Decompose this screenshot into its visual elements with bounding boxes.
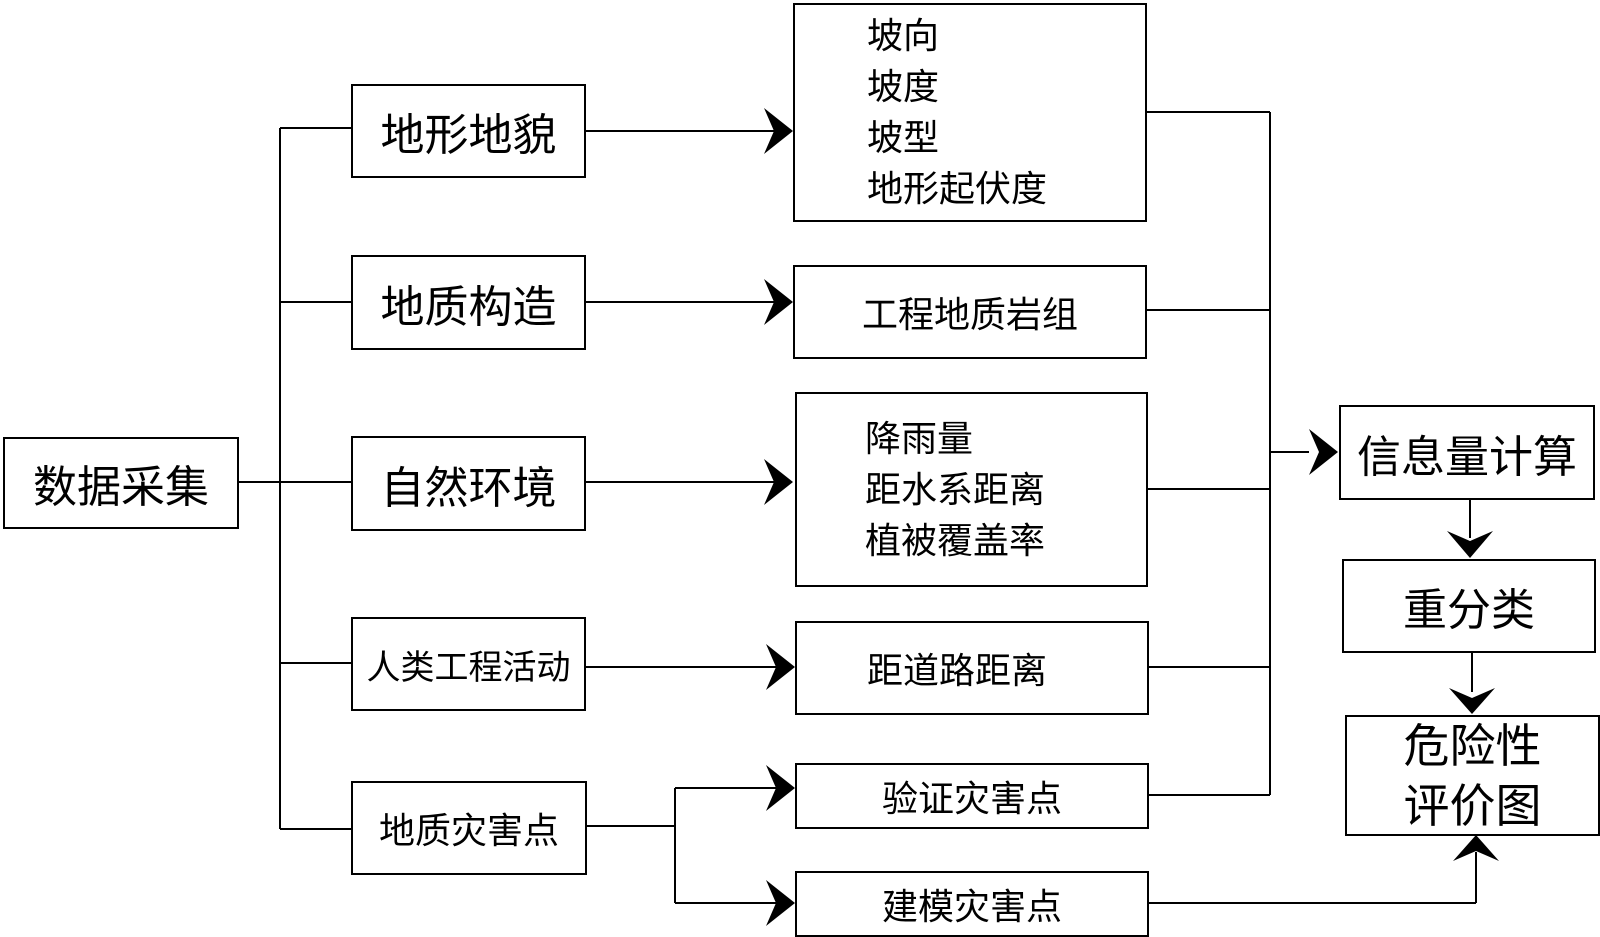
factor-model-label: 建模灾害点 bbox=[881, 887, 1062, 928]
category-terrain-label: 地形地貌 bbox=[380, 110, 557, 161]
factor-verify-box: 验证灾害点 bbox=[795, 763, 1149, 829]
factor-human-box: 距道路距离 bbox=[795, 621, 1149, 715]
category-geology-node: 地质构造 bbox=[351, 255, 586, 350]
result-label-line2: 评价图 bbox=[1403, 778, 1542, 833]
arrow-head bbox=[1447, 531, 1493, 558]
factor-lithology: 工程地质岩组 bbox=[861, 295, 1078, 336]
arrow-head bbox=[764, 459, 793, 505]
arrow-head bbox=[766, 644, 795, 690]
factor-road-distance: 距道路距离 bbox=[866, 651, 1047, 692]
category-terrain-node: 地形地貌 bbox=[351, 84, 586, 178]
category-hazards-node: 地质灾害点 bbox=[351, 781, 587, 875]
factor-geology-box: 工程地质岩组 bbox=[793, 265, 1147, 359]
category-human-node: 人类工程活动 bbox=[351, 617, 586, 711]
factor-terrain-box: 坡向 坡度 坡型 地形起伏度 bbox=[793, 3, 1147, 222]
factor-slope: 坡度 bbox=[867, 67, 940, 108]
factor-rainfall: 降雨量 bbox=[865, 419, 974, 460]
arrow-head bbox=[766, 765, 795, 811]
factor-slope-shape: 坡型 bbox=[867, 118, 940, 159]
category-human-label: 人类工程活动 bbox=[366, 647, 571, 688]
arrow-head bbox=[764, 279, 793, 325]
arrow-head bbox=[766, 880, 795, 926]
arrow-head bbox=[1309, 429, 1338, 475]
reclassify-node: 重分类 bbox=[1342, 559, 1596, 653]
factor-relief: 地形起伏度 bbox=[867, 169, 1048, 210]
info-calc-node: 信息量计算 bbox=[1339, 405, 1595, 500]
factor-aspect: 坡向 bbox=[867, 16, 940, 57]
arrow-head bbox=[764, 108, 793, 154]
root-label: 数据采集 bbox=[33, 462, 209, 513]
root-node: 数据采集 bbox=[3, 437, 239, 529]
result-node: 危险性 评价图 bbox=[1345, 715, 1600, 836]
category-environment-label: 自然环境 bbox=[380, 462, 557, 514]
factor-model-box: 建模灾害点 bbox=[795, 871, 1149, 937]
reclassify-label: 重分类 bbox=[1403, 585, 1535, 636]
category-environment-node: 自然环境 bbox=[351, 436, 586, 531]
factor-vegetation: 植被覆盖率 bbox=[865, 521, 1046, 562]
factor-verify-label: 验证灾害点 bbox=[881, 779, 1062, 820]
category-hazards-label: 地质灾害点 bbox=[378, 811, 559, 852]
arrow-head bbox=[1453, 835, 1499, 861]
factor-river-distance: 距水系距离 bbox=[865, 470, 1046, 511]
result-label-line1: 危险性 bbox=[1403, 718, 1542, 773]
arrow-head bbox=[1449, 688, 1495, 714]
category-geology-label: 地质构造 bbox=[380, 281, 557, 333]
factor-environment-box: 降雨量 距水系距离 植被覆盖率 bbox=[795, 392, 1148, 587]
info-calc-label: 信息量计算 bbox=[1357, 431, 1577, 483]
